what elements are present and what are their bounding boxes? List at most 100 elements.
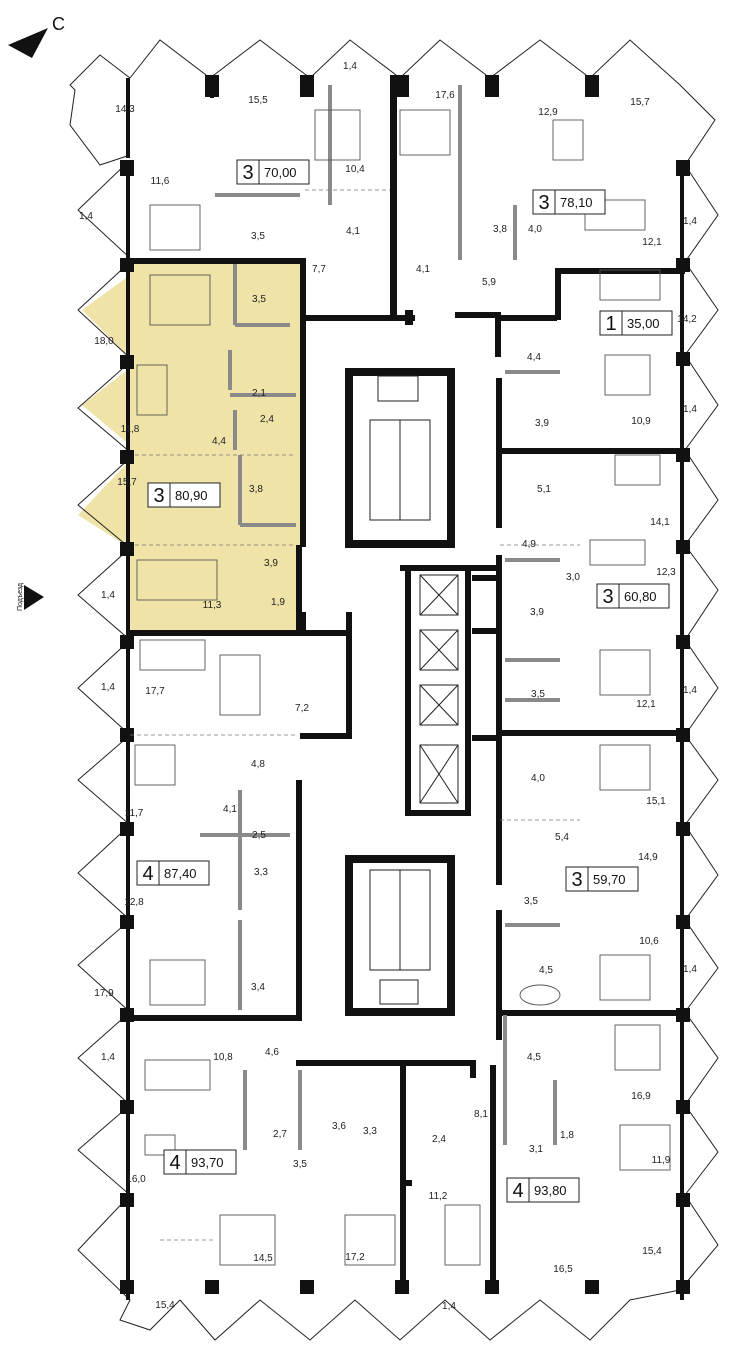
room-area: 14,3	[115, 104, 135, 115]
north-arrow-icon	[8, 28, 48, 58]
room-area: 2,5	[252, 830, 266, 841]
room-area: 4,8	[251, 759, 265, 770]
room-area: 3,8	[493, 224, 507, 235]
room-area: 1,4	[683, 216, 697, 227]
room-area: 4,5	[527, 1052, 541, 1063]
room-area: 4,0	[528, 224, 542, 235]
room-area: 1,4	[683, 685, 697, 696]
room-area: 5,1	[537, 484, 551, 495]
room-area: 16,9	[631, 1091, 651, 1102]
room-area: 1,4	[101, 590, 115, 601]
apartment-rooms: 1	[605, 313, 616, 335]
room-area: 4,9	[522, 539, 536, 550]
room-area: 7,2	[295, 703, 309, 714]
room-area: 3,6	[332, 1121, 346, 1132]
room-area: 1,8	[560, 1130, 574, 1141]
apartment-area: 80,90	[175, 488, 208, 503]
apartment-labels: 3 70,00 3 78,10 1 35,00 3 80,90 3 60,80	[136, 159, 673, 1203]
room-area: 3,5	[252, 294, 266, 305]
entrance-marker: Подъезд	[17, 583, 44, 611]
structural-columns	[120, 75, 690, 1294]
room-area: 1,4	[101, 1052, 115, 1063]
room-area: 17,9	[94, 988, 114, 999]
apartment-label[interactable]: 4 93,80	[506, 1177, 580, 1203]
interior-walls	[130, 75, 685, 1290]
stair-core	[345, 368, 500, 1016]
apartment-label[interactable]: 3 78,10	[532, 189, 606, 215]
partitions	[200, 85, 560, 1150]
room-area: 1,4	[101, 682, 115, 693]
apartment-area: 60,80	[624, 589, 657, 604]
room-area: 10,6	[639, 936, 659, 947]
room-area: 15,7	[630, 97, 650, 108]
room-area: 5,9	[482, 277, 496, 288]
room-area: 4,4	[212, 436, 226, 447]
room-area: 11,8	[121, 424, 140, 435]
room-area: 17,7	[145, 686, 165, 697]
room-area: 14,5	[253, 1253, 273, 1264]
room-area: 1,4	[683, 404, 697, 415]
room-area: 10,4	[345, 164, 365, 175]
room-area-labels: 1,4 14,3 15,5 17,6 12,9 15,7 11,6 10,4 3…	[79, 61, 697, 1312]
room-area: 11,6	[151, 176, 170, 187]
apartment-area: 35,00	[627, 316, 660, 331]
room-area: 2,4	[260, 414, 274, 425]
room-area: 4,1	[346, 226, 360, 237]
room-area: 12,1	[642, 237, 662, 248]
apartment-label[interactable]: 3 59,70	[565, 866, 639, 892]
room-area: 3,3	[363, 1126, 377, 1137]
room-area: 10,8	[213, 1052, 233, 1063]
room-area: 8,1	[474, 1109, 488, 1120]
entrance-label: Подъезд	[17, 583, 24, 611]
room-area: 1,4	[343, 61, 357, 72]
room-area: 3,4	[251, 982, 265, 993]
room-area: 1,4	[79, 211, 93, 222]
room-area: 4,5	[539, 965, 553, 976]
room-area: 17,6	[435, 90, 455, 101]
room-area: 4,0	[531, 773, 545, 784]
room-area: 7,7	[312, 264, 326, 275]
room-area: 4,1	[416, 264, 430, 275]
room-area: 2,7	[273, 1129, 287, 1140]
room-area: 11,2	[429, 1191, 448, 1202]
room-area: 15,4	[642, 1246, 662, 1257]
room-area: 12,9	[538, 107, 558, 118]
room-area: 12,3	[656, 567, 676, 578]
apartment-rooms: 4	[512, 1180, 523, 1202]
room-area: 1,9	[271, 597, 285, 608]
apartment-area: 87,40	[164, 866, 197, 881]
room-area: 15,5	[248, 95, 268, 106]
apartment-rooms: 3	[571, 869, 582, 891]
apartment-label[interactable]: 3 80,90	[147, 482, 221, 508]
apartment-label[interactable]: 3 60,80	[596, 583, 670, 609]
apartment-rooms: 3	[242, 162, 253, 184]
apartment-rooms: 3	[538, 192, 549, 214]
room-area: 10,9	[631, 416, 651, 427]
room-area: 3,8	[249, 484, 263, 495]
apartment-label[interactable]: 1 35,00	[599, 310, 673, 336]
room-area: 3,5	[251, 231, 265, 242]
room-area: 3,5	[524, 896, 538, 907]
room-area: 3,9	[264, 558, 278, 569]
room-area: 4,1	[223, 804, 237, 815]
room-area: 15,7	[117, 477, 137, 488]
apartment-label[interactable]: 4 93,70	[163, 1149, 237, 1175]
highlighted-apartment-area	[78, 262, 300, 630]
room-area: 1,4	[683, 964, 697, 975]
room-area: 11,7	[125, 808, 144, 819]
room-area: 5,4	[555, 832, 569, 843]
apartment-label[interactable]: 4 87,40	[136, 860, 210, 886]
room-area: 4,4	[527, 352, 541, 363]
furniture	[134, 109, 671, 1266]
zone-lines	[130, 189, 580, 1241]
apartment-area: 93,80	[534, 1183, 567, 1198]
room-area: 14,9	[638, 852, 658, 863]
room-area: 12,1	[636, 699, 656, 710]
apartment-label[interactable]: 3 70,00	[236, 159, 310, 185]
room-area: 1,4	[442, 1301, 456, 1312]
apartment-area: 70,00	[264, 165, 297, 180]
room-area: 2,4	[432, 1134, 446, 1145]
entrance-arrow-icon	[24, 585, 44, 610]
room-area: 11,9	[652, 1155, 671, 1166]
